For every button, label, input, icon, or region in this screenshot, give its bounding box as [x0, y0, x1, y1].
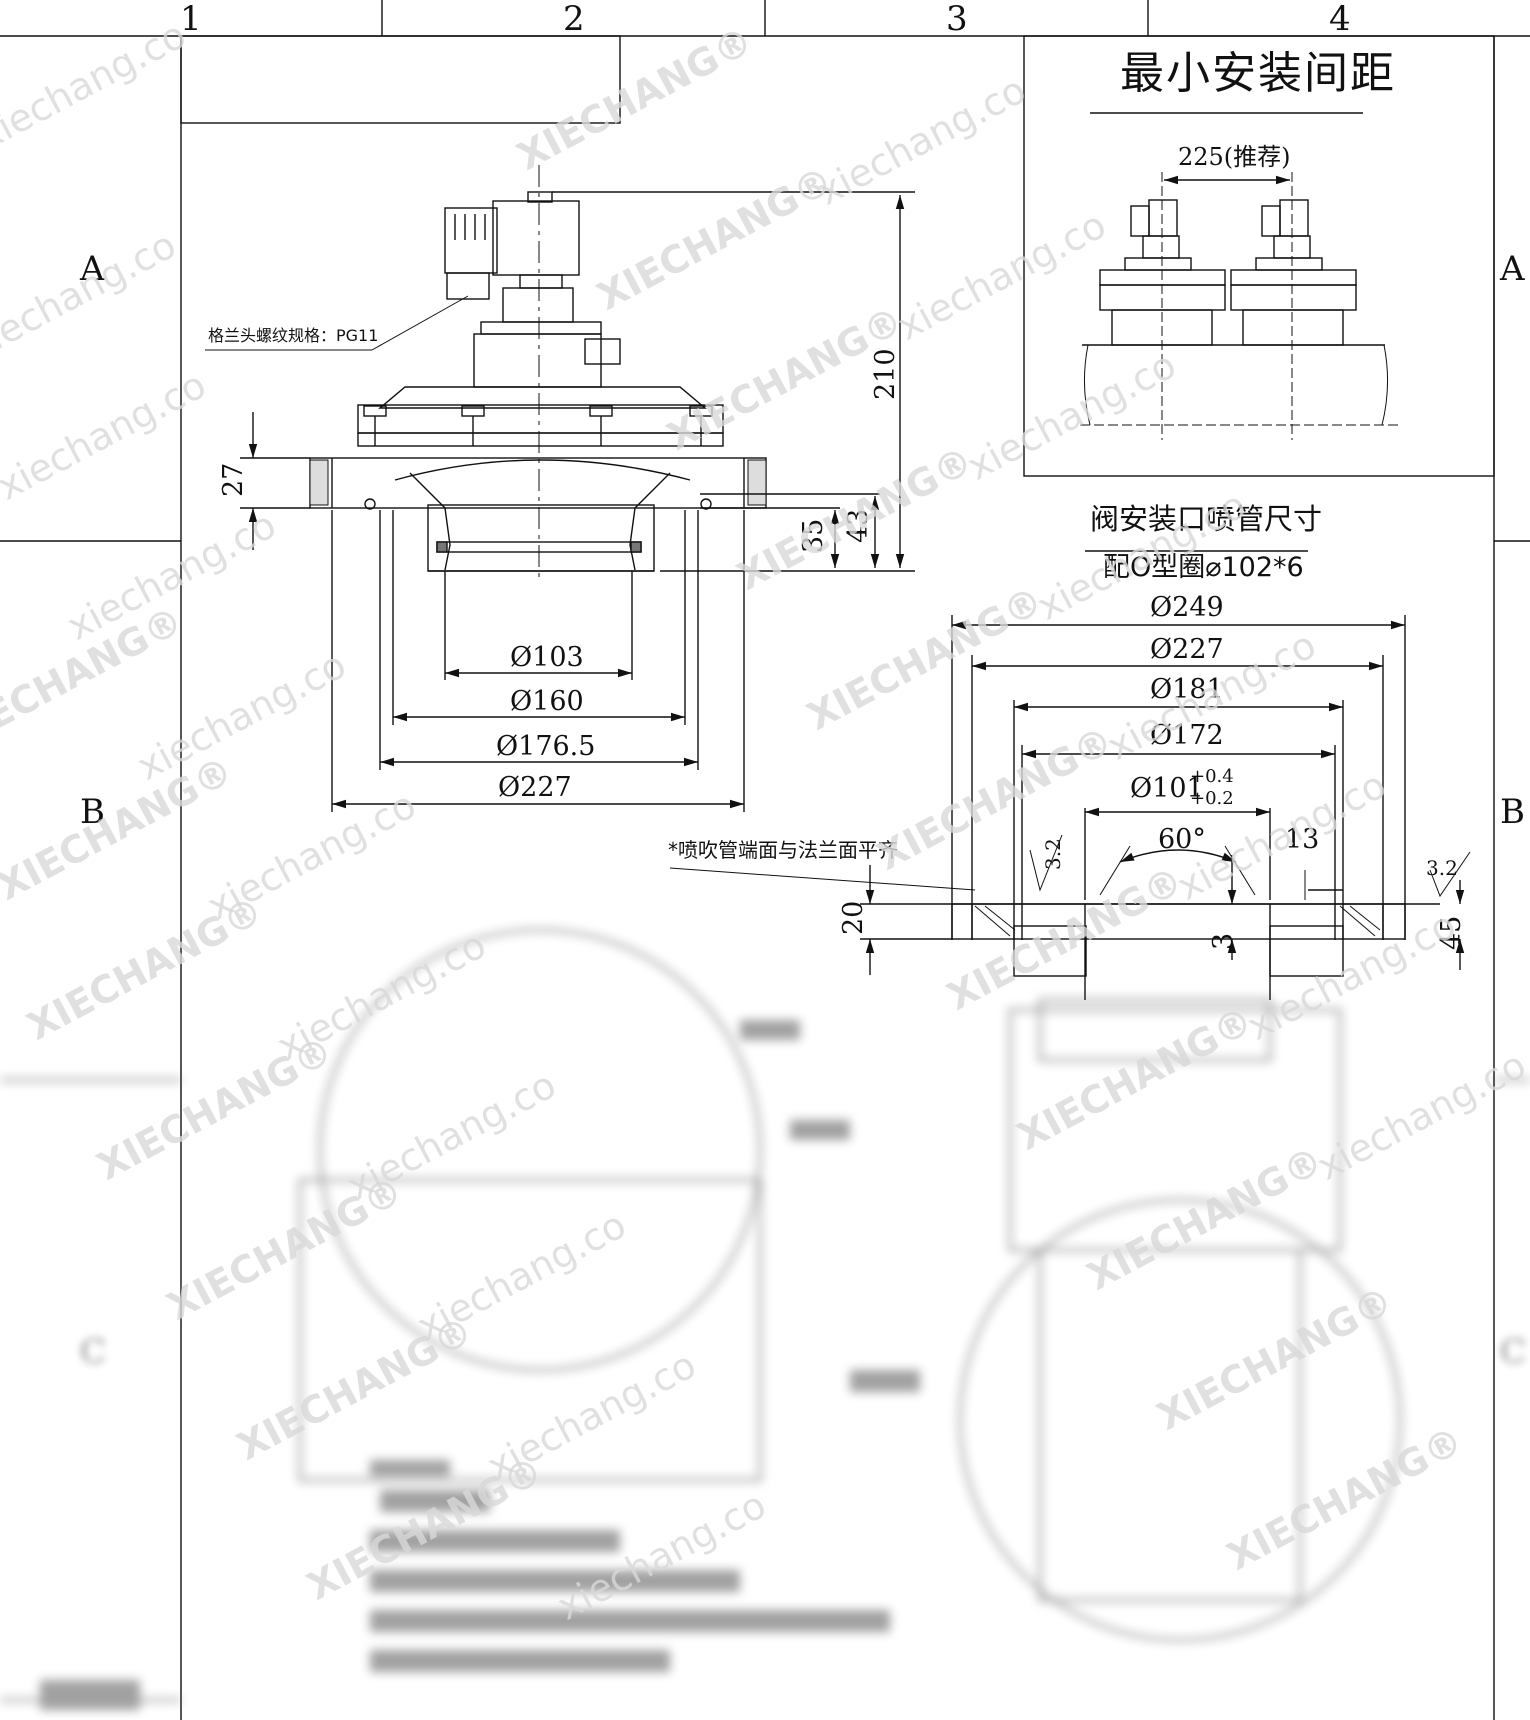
gland-thread-note: 格兰头螺纹规格：PG11	[208, 326, 379, 345]
obscured-lower-drawing	[0, 928, 1530, 1710]
dim-d227-nozzle: Ø227	[1150, 634, 1224, 665]
dim-d176-5: Ø176.5	[496, 731, 596, 762]
roughness-right: 3.2	[1426, 856, 1458, 880]
nozzle-title: 阀安装口喷管尺寸	[1090, 502, 1323, 536]
dim-43: 43	[843, 508, 874, 543]
min-spacing-view	[1023, 35, 1495, 477]
zone-column-3: 3	[946, 0, 968, 39]
dim-13: 13	[1285, 824, 1320, 855]
zone-column-4: 4	[1329, 0, 1351, 39]
oring-note: 配O型圈⌀102*6	[1103, 552, 1304, 583]
dim-d101: Ø101	[1130, 773, 1204, 804]
tolerance-lower: +0.2	[1190, 788, 1234, 809]
dim-spacing-225: 225(推荐)	[1178, 143, 1291, 171]
header-box	[180, 35, 621, 124]
min-spacing-title: 最小安装间距	[1120, 48, 1396, 99]
dim-35: 35	[798, 518, 829, 553]
dim-d160: Ø160	[510, 686, 584, 717]
zone-row-a-right: A	[1500, 249, 1525, 289]
dim-20: 20	[838, 900, 869, 935]
zone-row-b-left: B	[80, 792, 105, 832]
zone-row-c-right: C	[1500, 1332, 1527, 1372]
dim-d249: Ø249	[1150, 592, 1224, 623]
zone-column-1: 1	[180, 0, 202, 39]
tolerance-upper: +0.4	[1190, 766, 1234, 787]
zone-row-b-right: B	[1500, 792, 1525, 832]
dim-d172: Ø172	[1150, 720, 1224, 751]
dim-flange-27: 27	[218, 462, 249, 497]
nozzle-section	[669, 550, 1471, 1000]
valve-elevation	[205, 165, 915, 812]
roughness-left: 3.2	[1041, 838, 1065, 870]
zone-column-2: 2	[563, 0, 585, 39]
dim-3: 3	[1208, 932, 1239, 950]
zone-row-a-left: A	[80, 249, 105, 289]
dim-45: 45	[1436, 915, 1467, 950]
nozzle-flush-note: *喷吹管端面与法兰面平齐	[668, 838, 898, 862]
dim-angle-60: 60°	[1158, 824, 1206, 855]
zone-row-c-left: C	[80, 1332, 107, 1372]
dim-d181: Ø181	[1150, 674, 1224, 705]
dim-d103: Ø103	[510, 642, 584, 673]
dim-height-210: 210	[870, 348, 901, 400]
dim-d227: Ø227	[498, 772, 572, 803]
